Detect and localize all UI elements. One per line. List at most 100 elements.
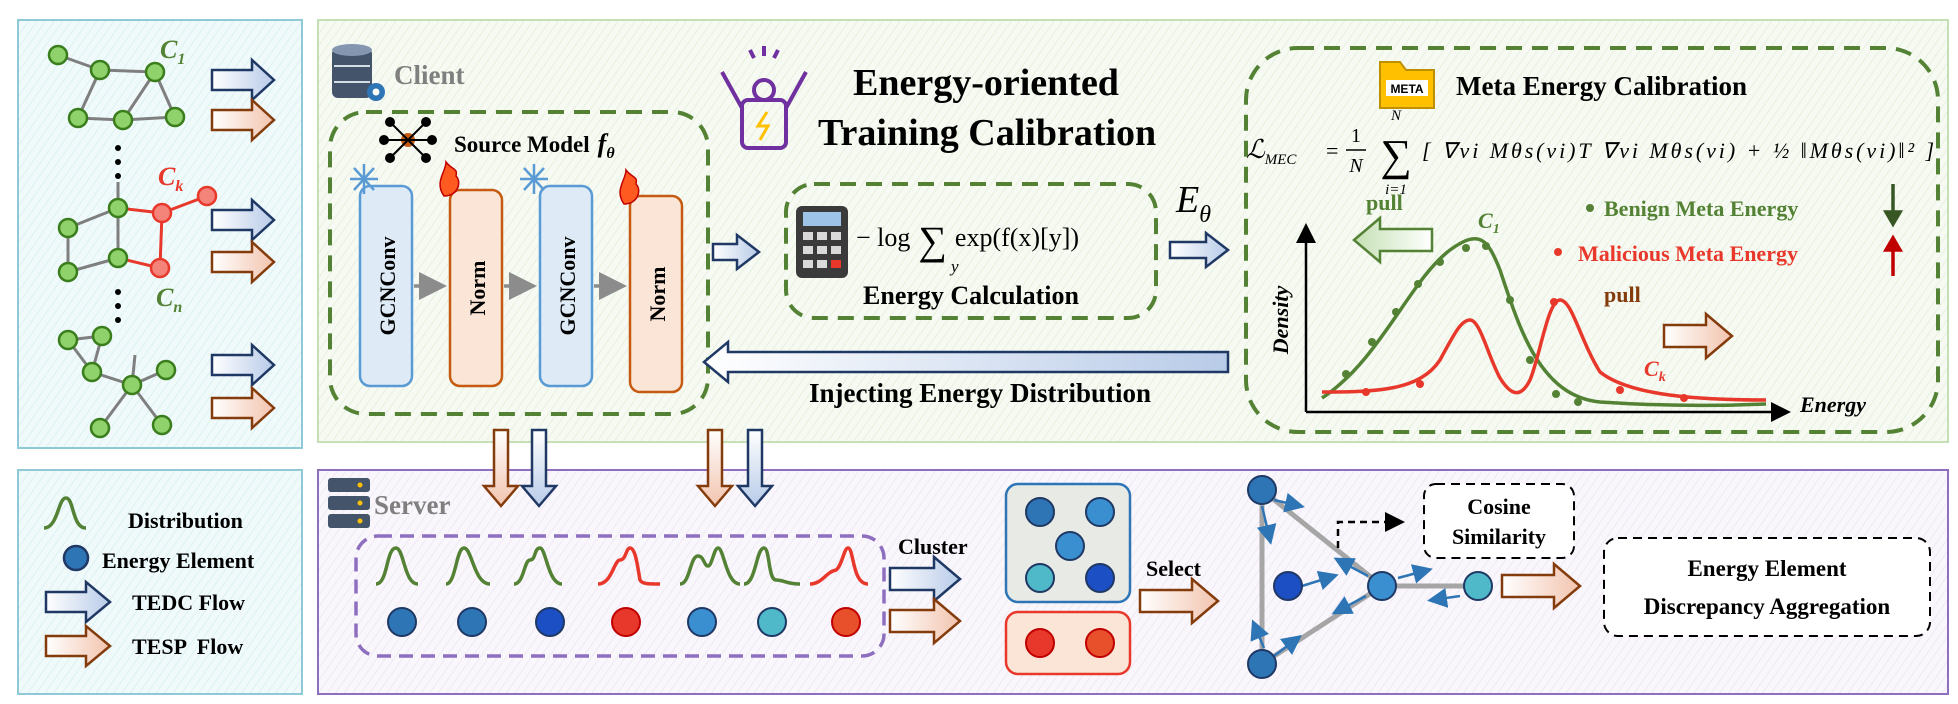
ck-label: Ck <box>158 162 183 195</box>
legend-energy-element-icon <box>62 544 90 572</box>
client-upload-box <box>354 534 886 658</box>
model-to-energy-arrow <box>711 232 762 272</box>
uploaded-energy-elements <box>387 607 861 637</box>
legend-tesp-label: TESP Flow <box>132 634 243 659</box>
distribution-3 <box>513 546 563 586</box>
source-model-box <box>328 110 710 416</box>
benign-legend-marker <box>1586 204 1594 212</box>
distribution-7 <box>809 546 869 586</box>
distribution-1 <box>375 546 419 586</box>
layer-gcnconv-1-label: GCNConv <box>375 236 400 335</box>
aggregation-box <box>1603 537 1931 637</box>
meta-calibration-box <box>1244 46 1940 434</box>
cluster-arrow-tedc <box>888 554 962 604</box>
layer-norm-1-label: Norm <box>465 261 490 316</box>
mec-formula: ℒMEC = 1 N N ∑ i=1 [ ∇vi Mθs(vi)T ∇vi Mθ… <box>1246 108 1934 198</box>
injecting-label: Injecting Energy Distribution <box>809 378 1151 408</box>
energy-formula: − log∑exp(f(x)[y]) <box>856 218 1079 263</box>
pull-left-arrow <box>1352 215 1434 265</box>
client-to-server-arrows <box>481 428 775 508</box>
ellipsis-dots-lower <box>115 289 121 323</box>
svg-text:[ ∇vi Mθs(vi)T ∇vi Mθs(vi) + ½: [ ∇vi Mθs(vi)T ∇vi Mθs(vi) + ½ ‖Mθs(vi)‖… <box>1422 138 1934 163</box>
energy-element-4 <box>611 607 641 637</box>
server-title: Server <box>374 490 450 520</box>
meta-folder-icon: META <box>1379 61 1435 109</box>
energy-element-2 <box>457 607 487 637</box>
density-axis-label: Density <box>1268 286 1293 356</box>
aggregation-line2: Discrepancy Aggregation <box>1644 594 1891 619</box>
training-person-icon <box>720 46 808 150</box>
malicious-legend-marker <box>1554 248 1562 256</box>
benign-curve-points <box>1342 242 1582 406</box>
energy-to-meta-arrow <box>1168 230 1231 270</box>
select-arrow <box>1138 576 1220 626</box>
svg-text:=: = <box>1326 138 1338 163</box>
distribution-5 <box>679 546 741 586</box>
meta-title: Meta Energy Calibration <box>1456 71 1747 101</box>
malicious-up-arrow <box>1882 234 1904 276</box>
frozen-icon-2 <box>520 164 548 194</box>
calculator-icon <box>796 206 848 278</box>
benign-density-curve <box>1321 237 1767 408</box>
svg-text:1: 1 <box>1351 125 1361 147</box>
injecting-arrow <box>702 339 1230 385</box>
meta-badge: META <box>1390 82 1423 96</box>
svg-text:∑: ∑ <box>1380 131 1411 180</box>
density-plot: Density Energy C1 Ck <box>1268 208 1866 422</box>
aggregation-line1: Energy Element <box>1687 556 1846 581</box>
legend-tesp-arrow <box>44 623 112 669</box>
pull-label-malicious: pull <box>1604 282 1641 307</box>
distribution-4 <box>597 546 661 586</box>
client-database-icon <box>332 44 385 101</box>
malicious-curve-label: Ck <box>1644 356 1666 385</box>
training-title-line2: Training Calibration <box>818 112 1156 154</box>
energy-element-1 <box>387 607 417 637</box>
benign-down-arrow <box>1882 184 1904 228</box>
malicious-cluster-box <box>1004 610 1132 676</box>
cn-label: Cn <box>156 283 182 316</box>
legend-panel: Distribution Energy Element TEDC Flow TE… <box>17 469 303 695</box>
benign-curve-label: C1 <box>1478 208 1500 237</box>
legend-distribution-label: Distribution <box>128 508 243 533</box>
clients-panel: C1 Ck Cn <box>17 19 303 449</box>
malicious-legend-label: Malicious Meta Energy <box>1578 241 1798 266</box>
cosine-similarity-box <box>1423 483 1575 559</box>
client-title: Client <box>394 60 465 90</box>
layer-gcnconv-2 <box>538 184 594 388</box>
energy-calculation-box <box>784 182 1158 320</box>
malicious-density-curve <box>1321 298 1767 402</box>
trainable-flame-icon-1 <box>439 159 460 197</box>
training-title-line1: Energy-oriented <box>853 62 1119 104</box>
network-icon <box>379 117 437 163</box>
uploaded-distributions <box>375 546 869 586</box>
svg-text:ℒMEC: ℒMEC <box>1246 135 1297 168</box>
energy-element-6 <box>757 607 787 637</box>
c1-label: C1 <box>160 35 185 68</box>
server-rack-icon <box>328 478 370 528</box>
distribution-2 <box>445 546 491 586</box>
cluster-arrow-tesp <box>888 596 962 646</box>
server-panel: Server Cluster <box>317 428 1949 695</box>
layer-norm-2 <box>628 194 684 394</box>
energy-axis-label: Energy <box>1799 392 1866 417</box>
cosine-line1: Cosine <box>1467 494 1531 519</box>
energy-element-3 <box>535 607 565 637</box>
client-flow-arrows <box>210 57 276 431</box>
malicious-curve-points <box>1362 298 1688 402</box>
svg-text:i=1: i=1 <box>1385 182 1407 198</box>
layer-gcnconv-1 <box>358 184 414 388</box>
distribution-6 <box>743 546 801 586</box>
trainable-flame-icon-2 <box>619 167 640 205</box>
layer-norm-1 <box>448 188 504 388</box>
select-label: Select <box>1146 556 1202 581</box>
svg-text:N: N <box>1390 108 1402 124</box>
e-theta-label: Eθ <box>1175 179 1211 228</box>
benign-cluster-elements <box>1025 497 1115 593</box>
ellipsis-dots-upper <box>115 145 121 179</box>
legend-tedc-label: TEDC Flow <box>132 590 245 615</box>
energy-formula-sum-subscript: y <box>949 257 959 276</box>
aggregation-graph <box>1247 475 1493 679</box>
layer-norm-2-label: Norm <box>645 267 670 322</box>
